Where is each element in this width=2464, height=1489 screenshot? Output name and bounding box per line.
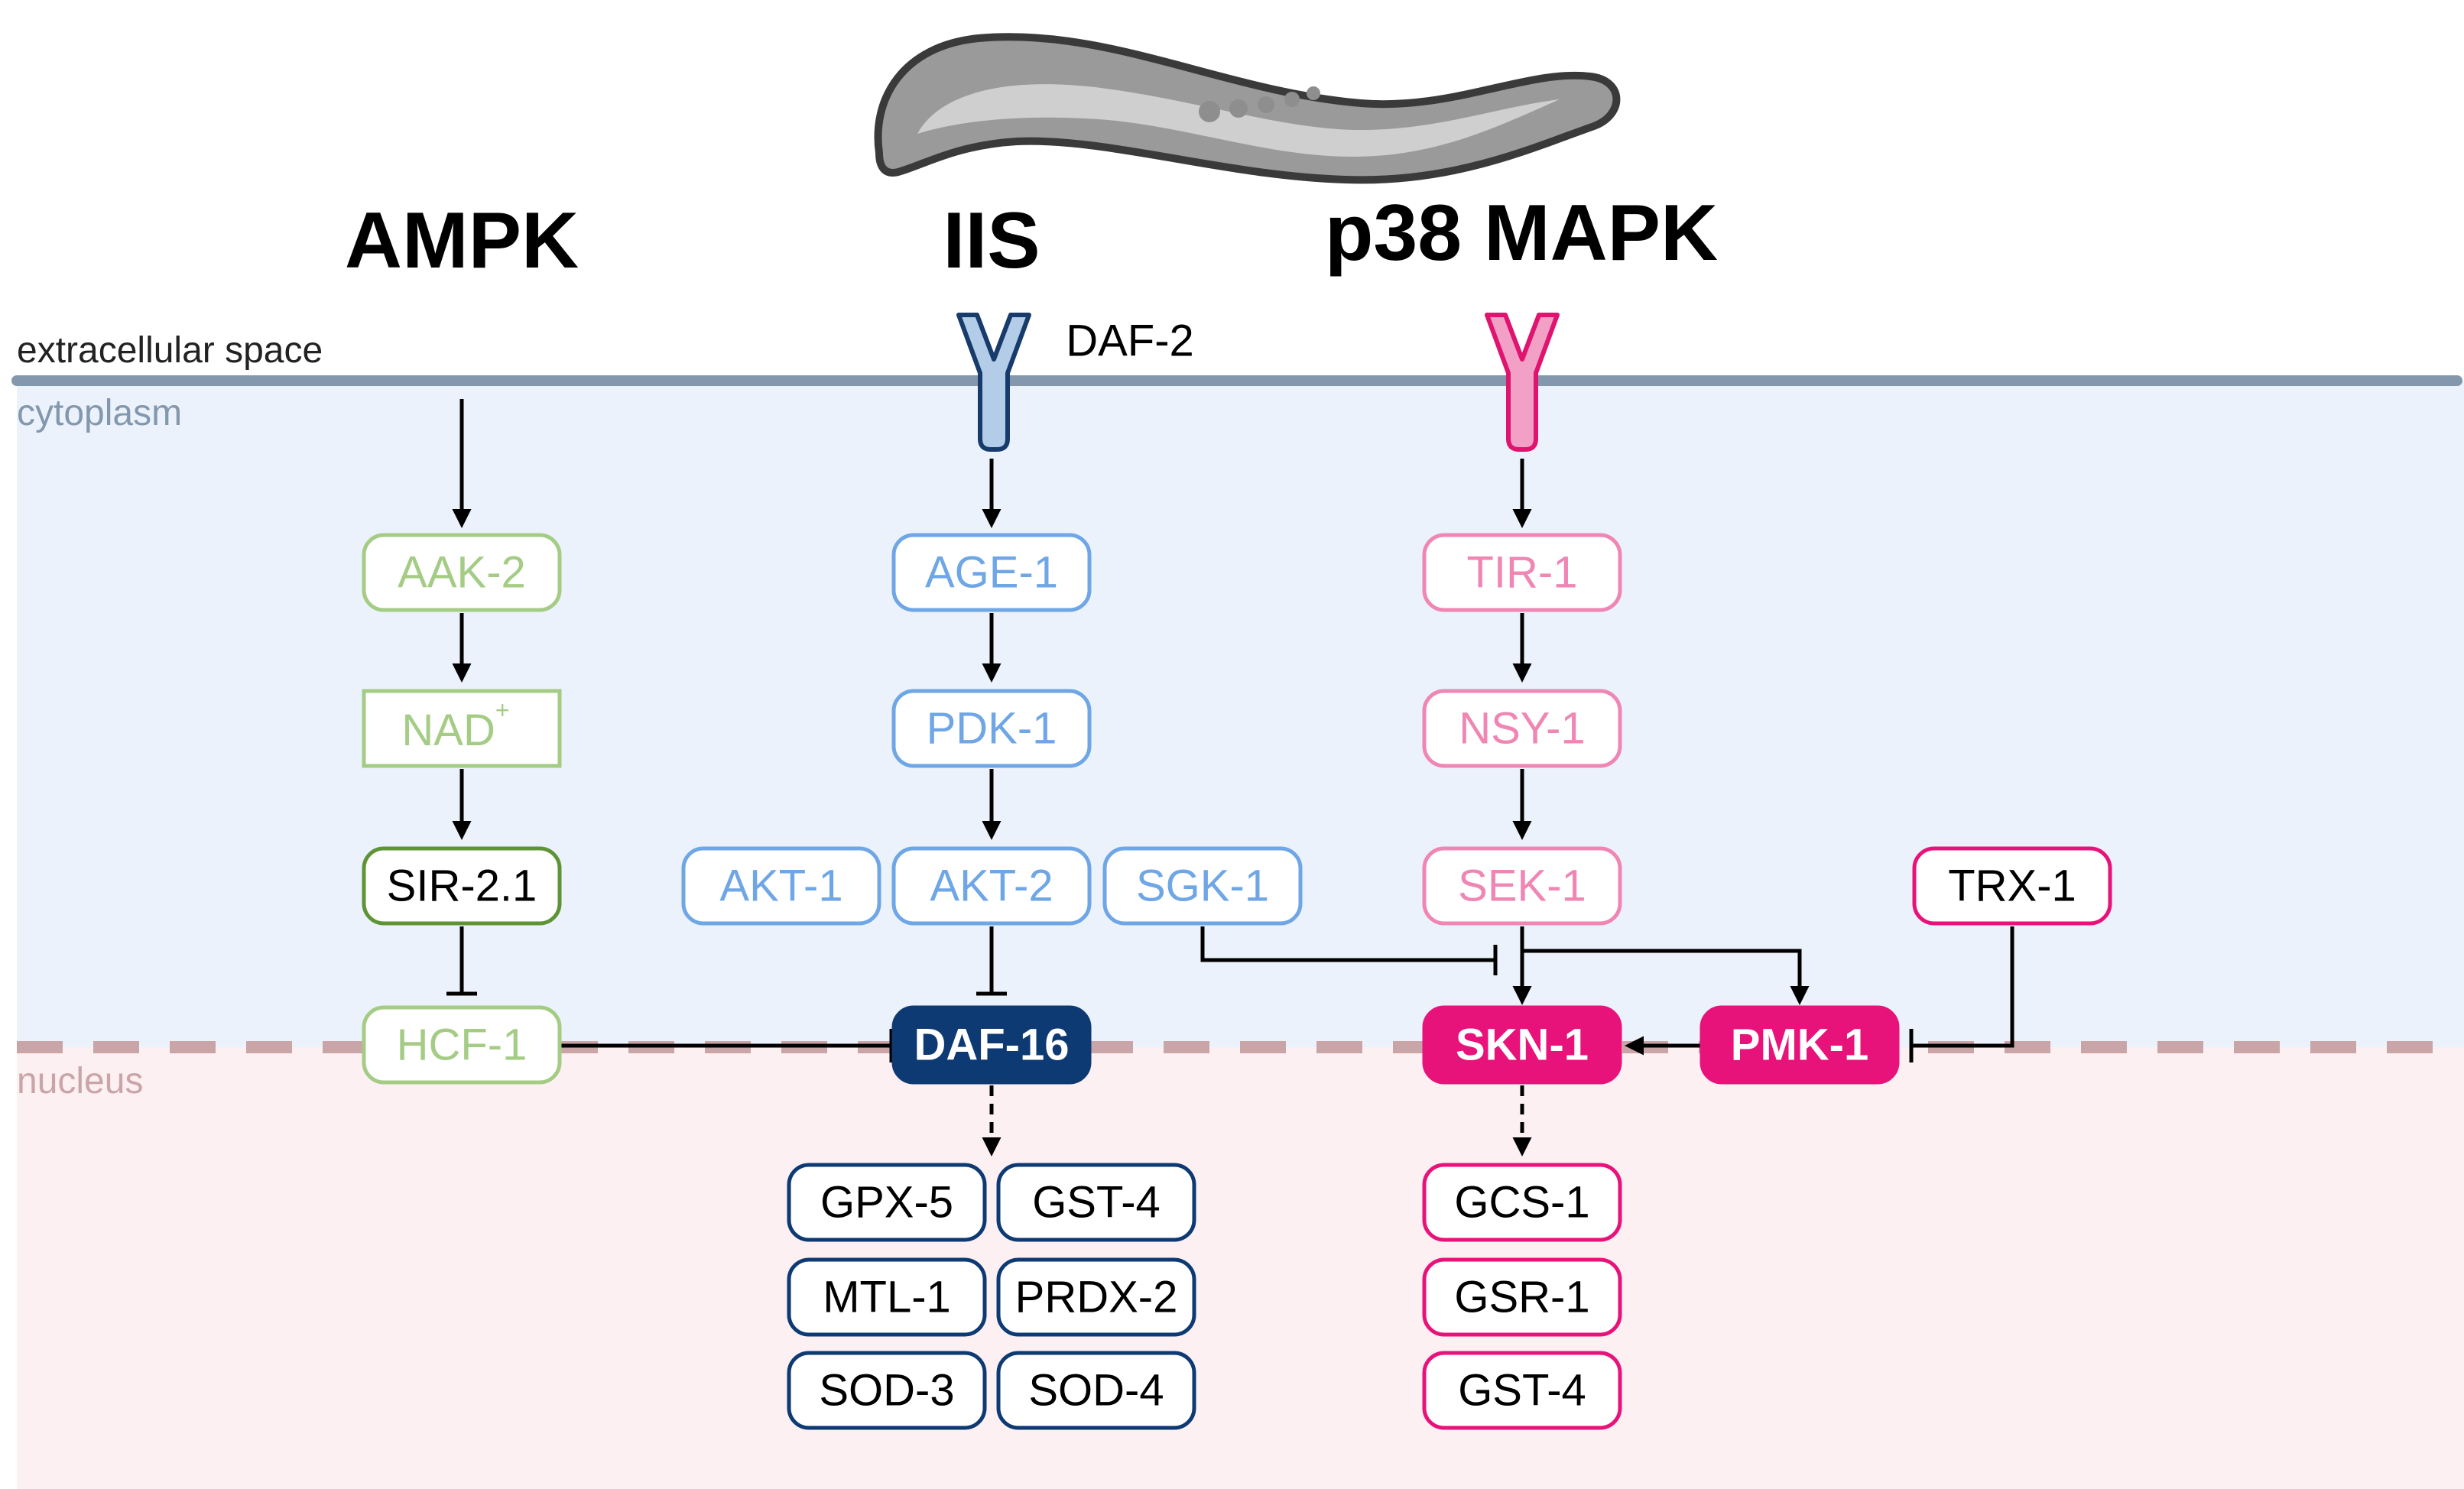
- target-gst4-p38: GST-4: [1422, 1351, 1622, 1430]
- node-pdk1: PDK-1: [891, 689, 1092, 768]
- svg-text:GST-4: GST-4: [1458, 1366, 1586, 1416]
- target-gsr1: GSR-1: [1422, 1257, 1622, 1337]
- svg-text:PDK-1: PDK-1: [927, 704, 1057, 754]
- node-aak2: AAK-2: [362, 533, 562, 612]
- node-age1: AGE-1: [891, 533, 1092, 612]
- daf2-receptor-icon: [956, 313, 1031, 452]
- node-daf16: DAF-16: [891, 1005, 1092, 1085]
- svg-text:AKT-1: AKT-1: [719, 861, 842, 911]
- edge-sgk1-skn1: [1200, 926, 1495, 962]
- region-label-extracellular: extracellular space: [17, 330, 323, 371]
- daf2-label: DAF-2: [1066, 316, 1194, 366]
- node-akt1: AKT-1: [681, 846, 881, 926]
- svg-text:SEK-1: SEK-1: [1458, 861, 1586, 911]
- svg-text:SKN-1: SKN-1: [1456, 1020, 1589, 1070]
- target-gpx5: GPX-5: [787, 1163, 987, 1242]
- svg-text:NAD+: NAD+: [401, 696, 509, 755]
- nad-superscript: +: [495, 696, 510, 724]
- node-trx1: TRX-1: [1912, 846, 2112, 926]
- region-label-nucleus: nucleus: [17, 1061, 143, 1101]
- p38-receptor-icon: [1485, 313, 1560, 452]
- heading-ampk: AMPK: [345, 196, 579, 285]
- nad-label: NAD: [401, 706, 495, 755]
- nucleus-region: [17, 1047, 2464, 1489]
- svg-text:DAF-16: DAF-16: [914, 1020, 1069, 1070]
- node-tir1: TIR-1: [1422, 533, 1622, 612]
- region-label-cytoplasm: cytoplasm: [17, 393, 182, 433]
- svg-text:SGK-1: SGK-1: [1136, 861, 1269, 911]
- svg-text:SOD-4: SOD-4: [1028, 1366, 1164, 1416]
- edge-sek1-pmk1: [1522, 949, 1810, 1005]
- svg-text:MTL-1: MTL-1: [823, 1273, 951, 1322]
- target-mtl1: MTL-1: [787, 1257, 987, 1337]
- svg-text:TRX-1: TRX-1: [1948, 861, 2076, 911]
- target-sod3: SOD-3: [787, 1351, 987, 1430]
- target-sod4: SOD-4: [996, 1351, 1196, 1430]
- svg-text:GST-4: GST-4: [1032, 1178, 1161, 1228]
- node-pmk1: PMK-1: [1699, 1005, 1900, 1085]
- edge-trx1-pmk1: [1911, 926, 2014, 1048]
- node-sir21: SIR-2.1: [362, 846, 562, 926]
- svg-text:PRDX-2: PRDX-2: [1015, 1273, 1178, 1322]
- svg-text:AKT-2: AKT-2: [930, 861, 1053, 911]
- svg-text:PMK-1: PMK-1: [1731, 1020, 1868, 1070]
- svg-text:NSY-1: NSY-1: [1459, 704, 1586, 754]
- heading-iis: IIS: [943, 196, 1040, 285]
- svg-text:TIR-1: TIR-1: [1467, 548, 1578, 598]
- node-sgk1: SGK-1: [1102, 846, 1303, 926]
- node-skn1: SKN-1: [1422, 1005, 1622, 1085]
- svg-text:AGE-1: AGE-1: [925, 548, 1058, 598]
- target-gcs1: GCS-1: [1422, 1163, 1622, 1242]
- target-gst4-iis: GST-4: [996, 1163, 1196, 1242]
- svg-text:HCF-1: HCF-1: [397, 1020, 528, 1070]
- heading-p38: p38 MAPK: [1325, 189, 1718, 277]
- node-nad: NAD+: [362, 689, 562, 768]
- svg-text:AAK-2: AAK-2: [398, 548, 526, 598]
- node-akt2: AKT-2: [891, 846, 1092, 926]
- node-nsy1: NSY-1: [1422, 689, 1622, 768]
- node-hcf1: HCF-1: [362, 1005, 562, 1085]
- svg-text:GSR-1: GSR-1: [1454, 1273, 1589, 1322]
- svg-text:SIR-2.1: SIR-2.1: [387, 861, 537, 911]
- svg-text:GCS-1: GCS-1: [1454, 1178, 1589, 1228]
- worm-illustration: [874, 33, 1621, 184]
- node-sek1: SEK-1: [1422, 846, 1622, 926]
- svg-text:GPX-5: GPX-5: [820, 1178, 953, 1228]
- svg-text:SOD-3: SOD-3: [819, 1366, 954, 1416]
- target-prdx2: PRDX-2: [996, 1257, 1196, 1337]
